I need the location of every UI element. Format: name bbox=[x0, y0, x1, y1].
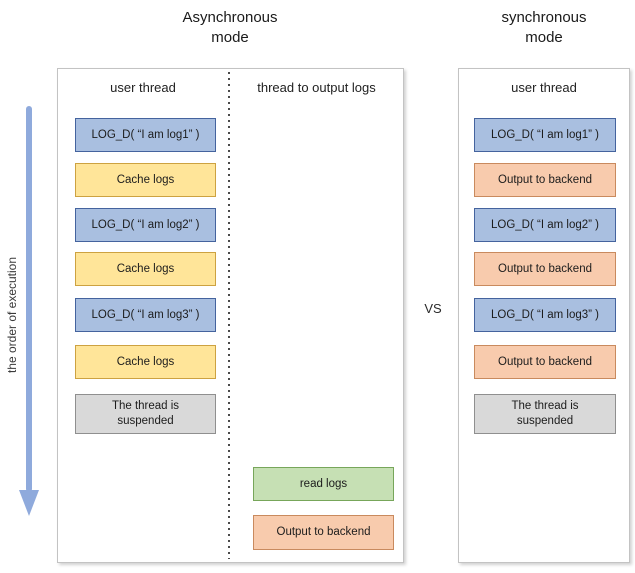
title-asynchronous-mode: Asynchronous mode bbox=[182, 9, 278, 46]
sync-mode-panel: user thread LOG_D( “I am log1” ) Output … bbox=[458, 68, 630, 563]
async-mode-panel: user thread thread to output logs LOG_D(… bbox=[57, 68, 404, 563]
execution-arrow-head bbox=[19, 490, 39, 516]
async-cache1-box: Cache logs bbox=[75, 163, 216, 197]
execution-arrow-line bbox=[26, 106, 32, 492]
async-log2-box: LOG_D( “I am log2” ) bbox=[75, 208, 216, 242]
title-synchronous-mode: synchronous mode bbox=[501, 9, 587, 46]
async-read-logs-box: read logs bbox=[253, 467, 394, 501]
sync-thread-suspended-box: The thread is suspended bbox=[474, 394, 616, 434]
sync-log3-box: LOG_D( “I am log3” ) bbox=[474, 298, 616, 332]
async-log3-box: LOG_D( “I am log3” ) bbox=[75, 298, 216, 332]
sync-output3-box: Output to backend bbox=[474, 345, 616, 379]
async-cache2-box: Cache logs bbox=[75, 252, 216, 286]
column-header-output-thread: thread to output logs bbox=[257, 80, 376, 95]
vs-label: VS bbox=[424, 301, 442, 316]
execution-arrow-label: the order of execution bbox=[5, 256, 19, 374]
sync-output1-box: Output to backend bbox=[474, 163, 616, 197]
async-output-backend-box: Output to backend bbox=[253, 515, 394, 550]
async-thread-suspended-box: The thread is suspended bbox=[75, 394, 216, 434]
sync-output2-box: Output to backend bbox=[474, 252, 616, 286]
async-cache3-box: Cache logs bbox=[75, 345, 216, 379]
column-header-user-thread: user thread bbox=[110, 80, 176, 95]
thread-divider-dotted-line bbox=[228, 72, 230, 559]
async-log1-box: LOG_D( “I am log1” ) bbox=[75, 118, 216, 152]
sync-log2-box: LOG_D( “I am log2” ) bbox=[474, 208, 616, 242]
column-header-user-thread-sync: user thread bbox=[511, 80, 577, 95]
sync-log1-box: LOG_D( “I am log1” ) bbox=[474, 118, 616, 152]
